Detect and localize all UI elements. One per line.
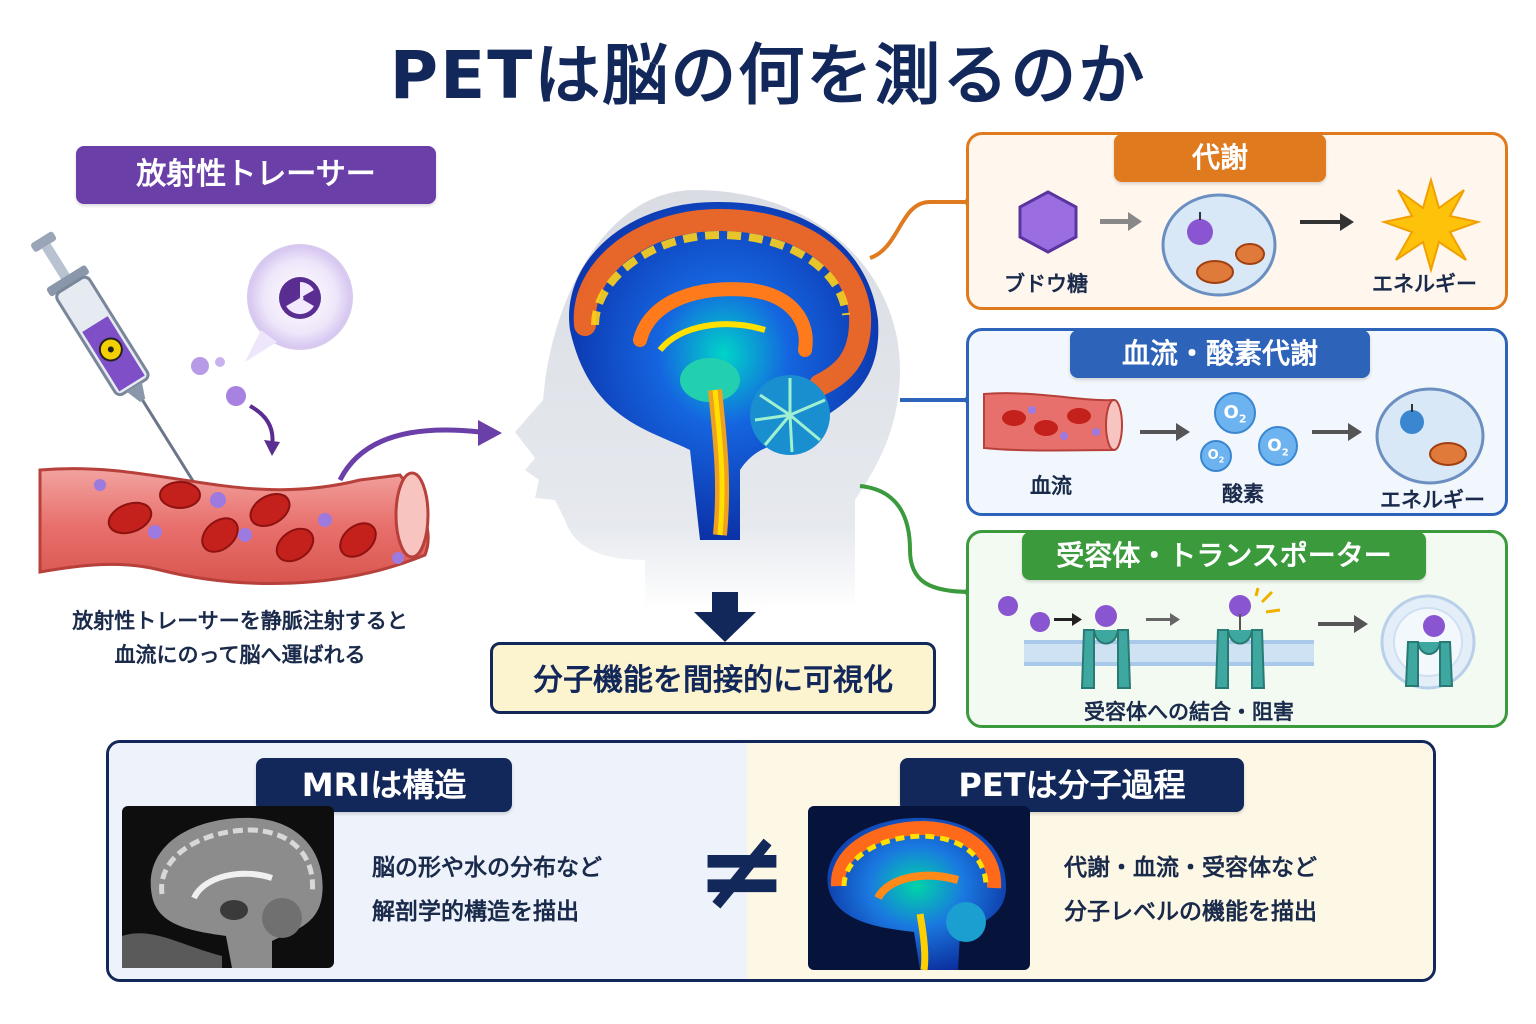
arrow-to-brain bbox=[337, 420, 502, 482]
oxygen-molecules: O2 O2 O2 bbox=[1196, 392, 1306, 472]
o2-symbol: O bbox=[1223, 402, 1239, 423]
tracer-caption-line1: 放射性トレーサーを静脈注射すると bbox=[72, 609, 408, 633]
o2-symbol: O bbox=[1207, 448, 1219, 463]
mri-image bbox=[122, 806, 334, 968]
o2-sub: 2 bbox=[1281, 447, 1289, 459]
cell-mitochondria-icon bbox=[1161, 193, 1277, 297]
glucose-hexagon-icon bbox=[1018, 190, 1078, 254]
pet-description: 代謝・血流・受容体など 分子レベルの機能を描出 bbox=[1064, 846, 1317, 934]
arrow-right-icon bbox=[1300, 213, 1354, 231]
pet-line2: 分子レベルの機能を描出 bbox=[1064, 899, 1317, 925]
oxygen-icon: O2 bbox=[1214, 392, 1256, 434]
o2-sub: 2 bbox=[1238, 412, 1247, 426]
oxygen-icon: O2 bbox=[1200, 440, 1232, 472]
not-equal-sign: ≠ bbox=[695, 806, 789, 934]
tracer-heading: 放射性トレーサー bbox=[76, 146, 436, 204]
arrow-right-icon bbox=[1318, 615, 1368, 633]
pet-heading: PETは分子過程 bbox=[900, 758, 1244, 812]
arrow-right-icon bbox=[1140, 423, 1190, 441]
label-glucose: ブドウ糖 bbox=[1004, 272, 1088, 296]
tracer-molecules bbox=[191, 357, 280, 456]
label-energy: エネルギー bbox=[1372, 272, 1477, 296]
o2-sub: 2 bbox=[1218, 455, 1225, 465]
page-title: PETは脳の何を測るのか bbox=[389, 37, 1147, 114]
mri-description: 脳の形や水の分布など 解剖学的構造を描出 bbox=[372, 846, 602, 934]
tracer-caption-line2: 血流にのって脳へ運ばれる bbox=[114, 643, 366, 667]
receptor-binding-diagram bbox=[998, 587, 1314, 689]
down-arrow bbox=[694, 592, 756, 642]
label-oxygen: 酸素 bbox=[1222, 482, 1264, 506]
blood-vessel-icon bbox=[983, 392, 1123, 452]
label-binding: 受容体への結合・阻害 bbox=[1084, 700, 1294, 724]
blood-vessel bbox=[38, 467, 430, 585]
arrow-right-icon bbox=[1100, 212, 1142, 231]
mri-line2: 解剖学的構造を描出 bbox=[372, 899, 579, 925]
arrow-right-icon bbox=[1312, 423, 1362, 441]
receptor-bound-icon bbox=[1380, 594, 1476, 690]
pet-line1: 代謝・血流・受容体など bbox=[1064, 855, 1317, 881]
mri-line1: 脳の形や水の分布など bbox=[372, 855, 602, 881]
receptor-heading: 受容体・トランスポーター bbox=[1022, 532, 1426, 580]
o2-symbol: O bbox=[1267, 436, 1282, 456]
syringe-icon bbox=[31, 231, 208, 503]
radioactive-icon bbox=[279, 277, 321, 319]
pet-scan-image bbox=[808, 806, 1030, 971]
result-box: 分子機能を間接的に可視化 bbox=[490, 642, 936, 714]
tracer-caption: 放射性トレーサーを静脈注射すると 血流にのって脳へ運ばれる bbox=[20, 604, 460, 672]
metabolism-heading: 代謝 bbox=[1114, 134, 1326, 182]
oxygen-icon: O2 bbox=[1258, 426, 1298, 466]
energy-burst-icon bbox=[1380, 176, 1482, 274]
label-blood: 血流 bbox=[1030, 474, 1072, 498]
label-energy: エネルギー bbox=[1380, 488, 1485, 512]
bloodflow-heading: 血流・酸素代謝 bbox=[1070, 330, 1370, 378]
mri-heading: MRIは構造 bbox=[256, 758, 512, 812]
pet-brain-image bbox=[569, 201, 879, 540]
cell-mitochondria-icon bbox=[1375, 387, 1485, 485]
